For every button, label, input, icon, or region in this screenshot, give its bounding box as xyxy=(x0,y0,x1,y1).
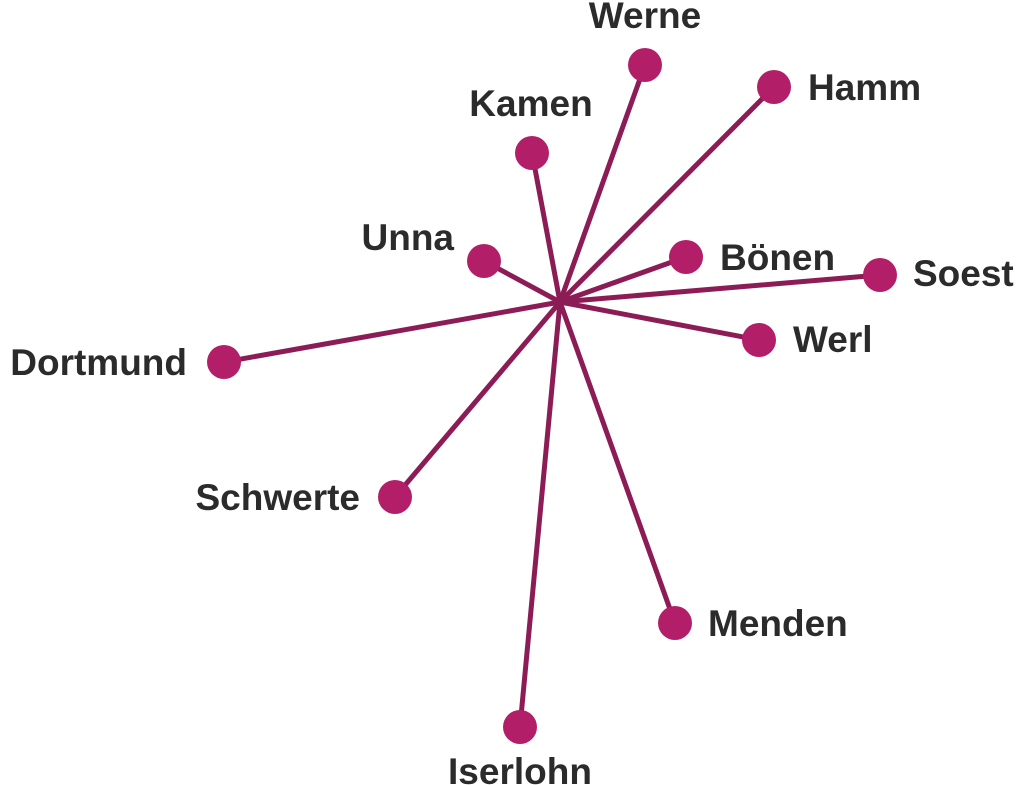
label-werl: Werl xyxy=(793,319,873,360)
label-menden: Menden xyxy=(708,603,848,644)
label-kamen: Kamen xyxy=(469,83,592,124)
node-unna xyxy=(467,244,501,278)
node-menden xyxy=(658,606,692,640)
spoke-layer xyxy=(238,78,866,713)
spoke-schwerte xyxy=(402,300,562,488)
node-werne xyxy=(628,48,662,82)
label-werne: Werne xyxy=(589,0,701,36)
node-iserlohn xyxy=(503,710,537,744)
spoke-iserlohn xyxy=(518,301,563,713)
label-iserlohn: Iserlohn xyxy=(448,751,592,785)
node-hamm xyxy=(757,70,791,104)
node-kamen xyxy=(515,136,549,170)
label-hamm: Hamm xyxy=(808,67,921,108)
node-layer xyxy=(207,48,897,744)
node-boenen xyxy=(669,240,703,274)
label-soest: Soest xyxy=(913,253,1014,294)
spoke-unna xyxy=(496,265,562,305)
spoke-soest xyxy=(559,273,866,305)
spoke-werne xyxy=(557,78,643,303)
spoke-dortmund xyxy=(238,299,561,362)
node-dortmund xyxy=(207,345,241,379)
label-boenen: Bönen xyxy=(720,237,835,278)
label-unna: Unna xyxy=(362,217,455,258)
spoke-menden xyxy=(557,301,673,610)
label-dortmund: Dortmund xyxy=(10,342,187,383)
spoke-werl xyxy=(559,299,745,340)
spoke-hamm xyxy=(558,95,766,304)
node-schwerte xyxy=(378,480,412,514)
label-schwerte: Schwerte xyxy=(195,477,360,518)
spoke-kamen xyxy=(532,167,563,303)
node-soest xyxy=(863,258,897,292)
spoke-boenen xyxy=(559,259,673,305)
node-werl xyxy=(742,323,776,357)
